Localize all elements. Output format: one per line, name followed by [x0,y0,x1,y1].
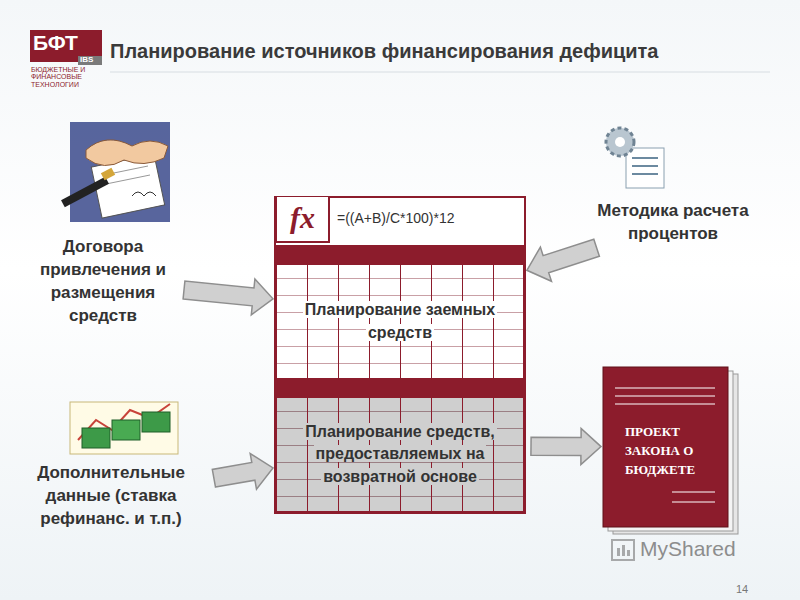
section-text-box: Планирование заемных средств [282,299,518,344]
table-section: Планирование средств, предоставляемых на… [275,378,525,513]
block-arrow [527,239,600,281]
table-frame [275,197,525,513]
logo-text: БФТ [33,32,78,53]
title-rule [110,72,770,73]
source-label: Договора привлечения и размещения средст… [28,236,178,328]
section-text: Планирование средств, предоставляемых на… [303,423,497,485]
book-cover: ПРОЕКТ ЗАКОНА О БЮДЖЕТЕ [603,367,728,527]
source-label: Методика расчета процентов [588,200,758,246]
block-arrow [212,454,273,490]
fx-icon: fx [275,197,330,243]
source-label: Дополнительные данные (ставка рефинанс. … [14,462,208,531]
watermark: MyShared [640,538,736,559]
slide-number: 14 [736,584,748,595]
block-arrow [531,429,601,465]
node-text: Дополнительные данные (ставка рефинанс. … [14,462,208,531]
logo-caption: БЮДЖЕТНЫЕ И ФИНАНСОВЫЕ ТЕХНОЛОГИИ [31,66,105,88]
watermark-icon [612,540,634,560]
gear-icon [606,128,664,188]
formula-text: =((A+B)/C*100)*12 [337,210,455,226]
formula-bar: fx =((A+B)/C*100)*12 [275,197,525,245]
logo-band [78,56,102,65]
block-arrow [183,279,273,315]
book-title: ПРОЕКТ ЗАКОНА О БЮДЖЕТЕ [625,423,713,480]
contract-icon [61,122,170,222]
section-text-box: Планирование средств, предоставляемых на… [282,421,518,488]
node-text: Договора привлечения и размещения средст… [28,236,178,328]
slide-title: Планирование источников финансирования д… [110,40,780,63]
book-icon [603,367,738,534]
section-text: Планирование заемных средств [303,301,497,340]
node-text: Методика расчета процентов [588,200,758,246]
money-icon [70,402,178,454]
logo-ibs: IBS [80,56,93,64]
table-section: Планирование заемных средств [275,245,525,378]
